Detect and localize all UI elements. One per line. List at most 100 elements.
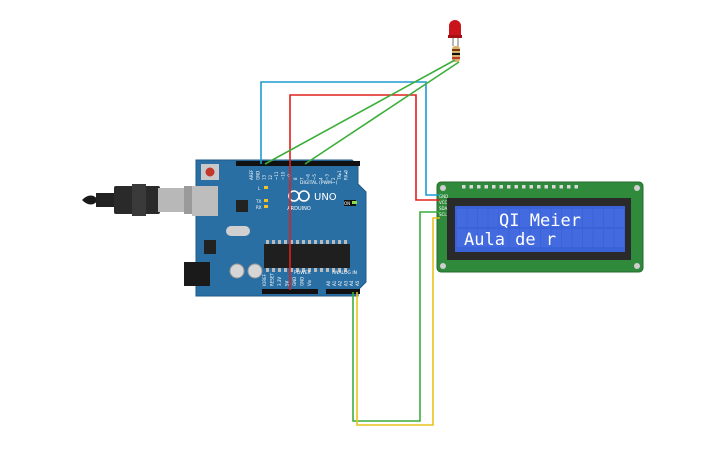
lcd-cell xyxy=(604,209,614,227)
ic-pin xyxy=(266,268,269,272)
ic-pin xyxy=(314,240,317,244)
lcd-cell xyxy=(478,209,488,227)
lcd-cell xyxy=(551,209,561,227)
digital-header-label: DIGITAL (PWM~) xyxy=(300,180,338,186)
l-label: L xyxy=(258,186,261,191)
pin-label: Vin xyxy=(307,279,312,286)
lcd-cell xyxy=(499,229,509,247)
lcd-cell xyxy=(562,209,572,227)
l-led xyxy=(264,186,268,189)
lcd-cell xyxy=(488,209,498,227)
ic-pin xyxy=(332,268,335,272)
lcd-header-pin xyxy=(567,185,571,189)
lcd-cell xyxy=(499,209,509,227)
usb-cable xyxy=(82,184,202,216)
ic-pin xyxy=(308,268,311,272)
lcd-cell xyxy=(478,229,488,247)
pin-label: A1 xyxy=(332,280,337,286)
ic-pin xyxy=(290,240,293,244)
lcd-cell xyxy=(488,229,498,247)
pin-label: 13 xyxy=(262,174,267,180)
lcd-header-pin xyxy=(529,185,533,189)
power-jack xyxy=(184,262,210,286)
lcd-pin-label: SCL xyxy=(439,212,447,217)
ic-pin xyxy=(302,268,305,272)
ic-pin xyxy=(272,268,275,272)
model-label: UNO xyxy=(314,192,337,203)
analog-header-label: ANALOG IN xyxy=(332,270,357,276)
lcd-cell xyxy=(604,229,614,247)
pin-label: GND xyxy=(292,277,297,286)
lcd-cell xyxy=(520,229,530,247)
capacitor xyxy=(229,263,245,279)
lcd-cell xyxy=(572,229,582,247)
ic-pin xyxy=(284,240,287,244)
wire-green-sda[interactable] xyxy=(352,211,440,422)
lcd-cell xyxy=(562,229,572,247)
lcd-cell xyxy=(614,229,624,247)
lcd-cell xyxy=(593,209,603,227)
arduino-logo: ARDUINO xyxy=(287,190,311,212)
lcd-header-pin xyxy=(522,185,526,189)
wire-green-led-2[interactable] xyxy=(304,61,460,165)
pin-label: 7 xyxy=(299,177,304,180)
wire-green-led-1[interactable] xyxy=(264,59,456,165)
lcd-cell xyxy=(541,209,551,227)
ic-pin xyxy=(320,240,323,244)
ic-pin xyxy=(344,268,347,272)
ic-pin xyxy=(266,240,269,244)
ic-pin xyxy=(326,240,329,244)
analog-header[interactable] xyxy=(326,289,360,294)
ic-pin xyxy=(278,268,281,272)
lcd-cell xyxy=(467,229,477,247)
ic-pin xyxy=(308,240,311,244)
wire-yellow-scl[interactable] xyxy=(356,217,440,426)
ic-pin xyxy=(320,268,323,272)
pin-label: A2 xyxy=(338,280,343,286)
lcd-header-pin xyxy=(477,185,481,189)
tx-label: TX xyxy=(255,199,261,204)
pin-label: ~5 xyxy=(312,174,317,180)
lcd-cell xyxy=(530,229,540,247)
lcd-pin-label: VCC xyxy=(439,200,448,205)
lcd-cell xyxy=(457,229,467,247)
atmega-chip xyxy=(264,244,350,268)
ic-pin xyxy=(278,240,281,244)
pin-label: 8 xyxy=(293,177,298,180)
ic-pin xyxy=(302,240,305,244)
reset-button-cap[interactable] xyxy=(205,167,215,177)
brand-label: ARDUINO xyxy=(287,206,311,212)
wire-red[interactable] xyxy=(289,94,440,290)
icsp-header xyxy=(344,200,356,206)
pin-label: IOREF xyxy=(262,273,267,286)
red-led[interactable] xyxy=(449,20,461,36)
pin-label: ~3 xyxy=(325,174,330,180)
pin-label: 4 xyxy=(318,177,323,180)
ic-pin xyxy=(326,268,329,272)
pin-label: GND xyxy=(300,277,305,286)
lcd-header-pin xyxy=(574,185,578,189)
ic-pin xyxy=(272,240,275,244)
digital-header[interactable] xyxy=(236,161,360,166)
capacitor xyxy=(247,263,263,279)
power-header[interactable] xyxy=(262,289,318,294)
wire-blue[interactable] xyxy=(260,81,440,196)
usb-chip xyxy=(236,200,248,212)
lcd-cell xyxy=(541,229,551,247)
pin-label: GND xyxy=(255,171,260,180)
lcd-header-pin xyxy=(492,185,496,189)
lcd-cell xyxy=(551,229,561,247)
ic-pin xyxy=(284,268,287,272)
lcd-cell xyxy=(520,209,530,227)
pin-label: ~11 xyxy=(274,171,279,180)
lcd-header-pin xyxy=(499,185,503,189)
led-with-resistor[interactable] xyxy=(448,20,462,62)
lcd-cell xyxy=(583,229,593,247)
arduino-uno-board[interactable]: ARDUINO UNO DIGITAL (PWM~) ON L TX RX PO… xyxy=(184,159,367,297)
ic-pin xyxy=(338,268,341,272)
lcd-line-2: Aula de r xyxy=(464,230,556,250)
lcd-header-pin xyxy=(514,185,518,189)
pin-label: 2 xyxy=(331,177,336,180)
